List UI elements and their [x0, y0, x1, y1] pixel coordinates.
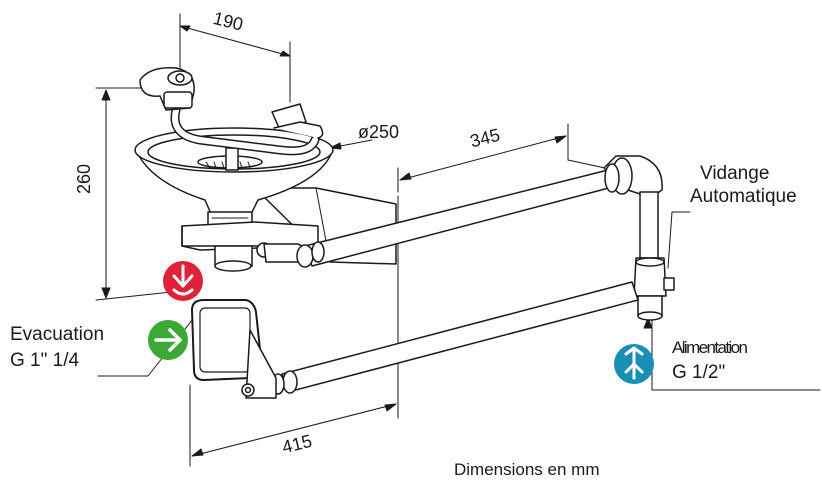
supply-label-line1: Alimentation	[672, 338, 748, 357]
dim-label-250: ø250	[358, 122, 400, 142]
dimension-415	[189, 195, 399, 467]
dim-label-260: 260	[74, 163, 94, 194]
leader-lines	[97, 211, 821, 391]
drain-label-line2: Automatique	[690, 186, 797, 207]
supply-label-line2: G 1/2"	[672, 362, 726, 383]
elbow-assembly	[603, 155, 675, 321]
foot-paddle	[191, 299, 277, 399]
evacuation-label-line2: G 1" 1/4	[10, 350, 80, 371]
evacuation-label-line1: Evacuation	[10, 324, 105, 345]
spray-heads	[139, 67, 324, 171]
evacuation-in-icon	[148, 320, 188, 360]
units-note: Dimensions en mm	[454, 460, 600, 479]
dimension-345	[397, 123, 606, 193]
dimension-190	[179, 13, 291, 103]
drain-label-line1: Vidange	[700, 163, 770, 184]
supply-icon	[614, 344, 654, 384]
evacuation-out-icon	[163, 261, 203, 301]
lower-arm-pipe	[271, 281, 639, 395]
